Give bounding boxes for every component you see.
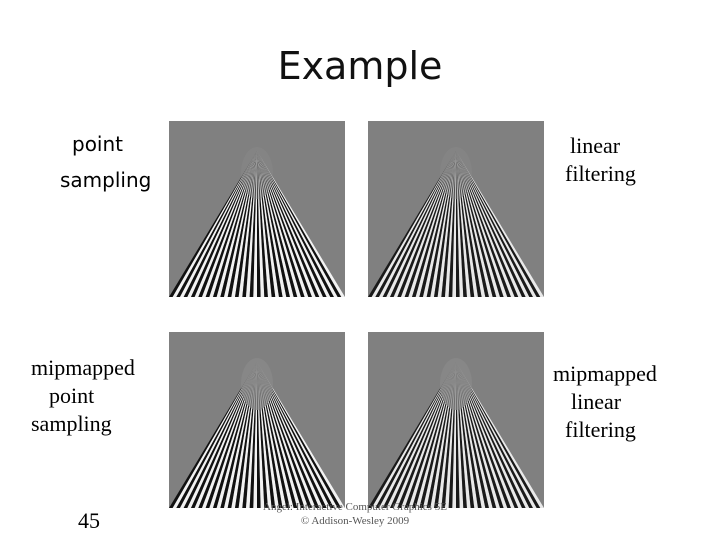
footer-line-2: © Addison-Wesley 2009: [300, 515, 410, 527]
label-point-sampling-line2: sampling: [60, 166, 151, 194]
slide-title: Example: [277, 44, 443, 88]
label-line: filtering: [565, 161, 636, 186]
footer-line-1: Angel: Interactive Computer Graphics 5E: [263, 501, 447, 513]
label-line: linear: [570, 133, 621, 158]
label-linear-filtering-line2: filtering: [565, 160, 636, 188]
image-mipmapped-point-sampling: [169, 332, 345, 508]
label-line: mipmapped: [31, 355, 135, 380]
image-linear-filtering: [368, 121, 544, 297]
label-line: mipmapped: [553, 361, 657, 386]
label-line: linear: [571, 389, 622, 414]
image-point-sampling: [169, 121, 345, 297]
label-mipmapped-point-sampling: mipmapped point sampling: [31, 354, 171, 438]
slide-number: 45: [78, 508, 100, 533]
label-line: point: [72, 132, 124, 156]
slide-footer: Angel: Interactive Computer Graphics 5E …: [230, 500, 480, 528]
label-line: sampling: [60, 168, 152, 192]
image-mipmapped-linear-filtering: [368, 332, 544, 508]
label-line: sampling: [31, 411, 112, 436]
label-point-sampling: point: [72, 130, 123, 158]
label-mipmapped-linear-filtering: mipmapped linear filtering: [553, 360, 693, 444]
label-linear-filtering: linear: [570, 132, 620, 160]
label-line: filtering: [565, 417, 636, 442]
label-line: point: [49, 383, 95, 408]
